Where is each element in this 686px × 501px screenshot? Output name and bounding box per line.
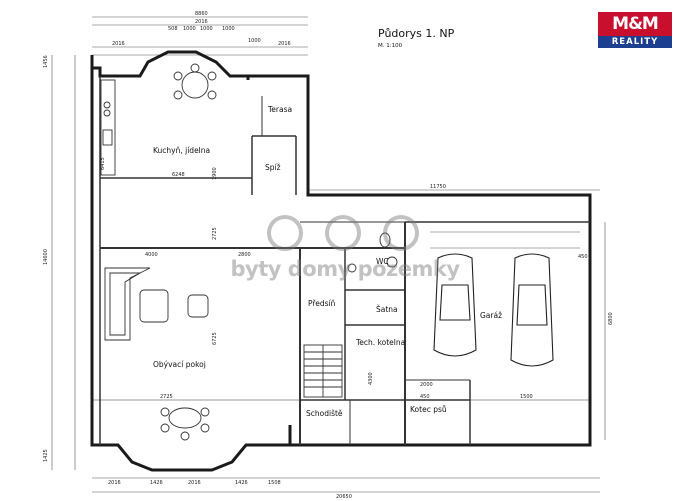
label-hall: Předsíň bbox=[308, 299, 336, 308]
label-wc: WC bbox=[376, 257, 389, 266]
dim-bottom-seg-2: 1426 bbox=[150, 480, 163, 486]
dim-top-seg-2: 1000 bbox=[183, 26, 196, 32]
label-boiler: Tech. kotelna bbox=[355, 338, 405, 347]
dim-misc-9: 4300 bbox=[368, 372, 374, 385]
label-dogs: Kotec psů bbox=[410, 405, 447, 414]
left-dimensions: 14600 1456 1425 bbox=[43, 55, 76, 470]
dim-top-inner: 2016 bbox=[195, 19, 208, 25]
dim-top-seg-7: 2016 bbox=[278, 41, 291, 47]
top-dimensions: 8860 2016 2016 1000 508 1000 1000 1000 2… bbox=[92, 11, 308, 56]
dim-kitchen-width: 6248 bbox=[172, 172, 185, 178]
dim-living-width: 4000 bbox=[145, 252, 158, 258]
dim-top-overall: 8860 bbox=[195, 11, 208, 17]
mm-reality-logo: M&M REALITY bbox=[598, 12, 672, 48]
dim-left-top: 1456 bbox=[43, 55, 49, 68]
dim-misc-2: 1500 bbox=[520, 394, 533, 400]
label-terrace: Terasa bbox=[267, 105, 292, 114]
dim-right-garage: 6800 bbox=[608, 312, 614, 325]
dim-bottom-seg-1: 2016 bbox=[108, 480, 121, 486]
right-dimensions: 6800 bbox=[604, 222, 614, 440]
kitchen-counter bbox=[100, 79, 116, 176]
dim-top-seg-5: 1000 bbox=[222, 26, 235, 32]
wc-fixtures bbox=[347, 232, 398, 273]
label-kitchen: Kuchyň, jídelna bbox=[153, 146, 210, 155]
label-wardrobe: Šatna bbox=[376, 305, 398, 314]
dim-left-bottom: 1425 bbox=[43, 449, 49, 462]
dim-misc-3: 2725 bbox=[160, 394, 173, 400]
dining-table-top bbox=[173, 63, 217, 100]
exterior-walls bbox=[90, 50, 592, 472]
dim-misc-5: 6415 bbox=[100, 157, 106, 170]
plan-scale: M. 1:100 bbox=[378, 43, 403, 49]
dim-top-seg-4: 1000 bbox=[200, 26, 213, 32]
dining-table-bottom bbox=[160, 407, 210, 441]
dim-top-seg-1: 2016 bbox=[112, 41, 125, 47]
interior-walls bbox=[92, 76, 590, 445]
car-right bbox=[510, 253, 554, 367]
coffee-table bbox=[139, 289, 169, 323]
staircase bbox=[303, 344, 343, 398]
bottom-dimensions: 20650 2016 1426 2016 1426 1508 bbox=[92, 477, 600, 500]
car-left bbox=[433, 253, 477, 357]
dim-misc-1: 450 bbox=[420, 394, 430, 400]
dim-bottom-seg-4: 1426 bbox=[235, 480, 248, 486]
dim-top-seg-3: 508 bbox=[168, 26, 178, 32]
plan-title: Půdorys 1. NP bbox=[378, 27, 455, 40]
label-pantry: Spíž bbox=[265, 163, 281, 172]
dim-bottom-overall: 20650 bbox=[336, 494, 352, 500]
dim-misc-8: 6725 bbox=[212, 332, 218, 345]
dim-misc-7: 2725 bbox=[212, 227, 218, 240]
dim-garage-overall: 11750 bbox=[430, 184, 446, 190]
logo-bottom-text: REALITY bbox=[598, 36, 672, 48]
label-garage: Garáž bbox=[480, 311, 502, 320]
dim-left-total: 14600 bbox=[43, 249, 49, 265]
dim-hall-width: 2800 bbox=[238, 252, 251, 258]
dim-misc-10: 450 bbox=[578, 254, 588, 260]
dim-misc-4: 2000 bbox=[420, 382, 433, 388]
label-stairs: Schodiště bbox=[306, 409, 343, 418]
dim-top-seg-6: 1000 bbox=[248, 38, 261, 44]
sofa bbox=[104, 267, 151, 341]
label-living: Obývací pokoj bbox=[153, 360, 206, 369]
dim-bottom-seg-3: 2016 bbox=[188, 480, 201, 486]
dim-misc-6: 1900 bbox=[212, 167, 218, 180]
logo-top-text: M&M bbox=[598, 12, 672, 36]
armchair bbox=[187, 294, 209, 318]
dim-bottom-seg-5: 1508 bbox=[268, 480, 281, 486]
